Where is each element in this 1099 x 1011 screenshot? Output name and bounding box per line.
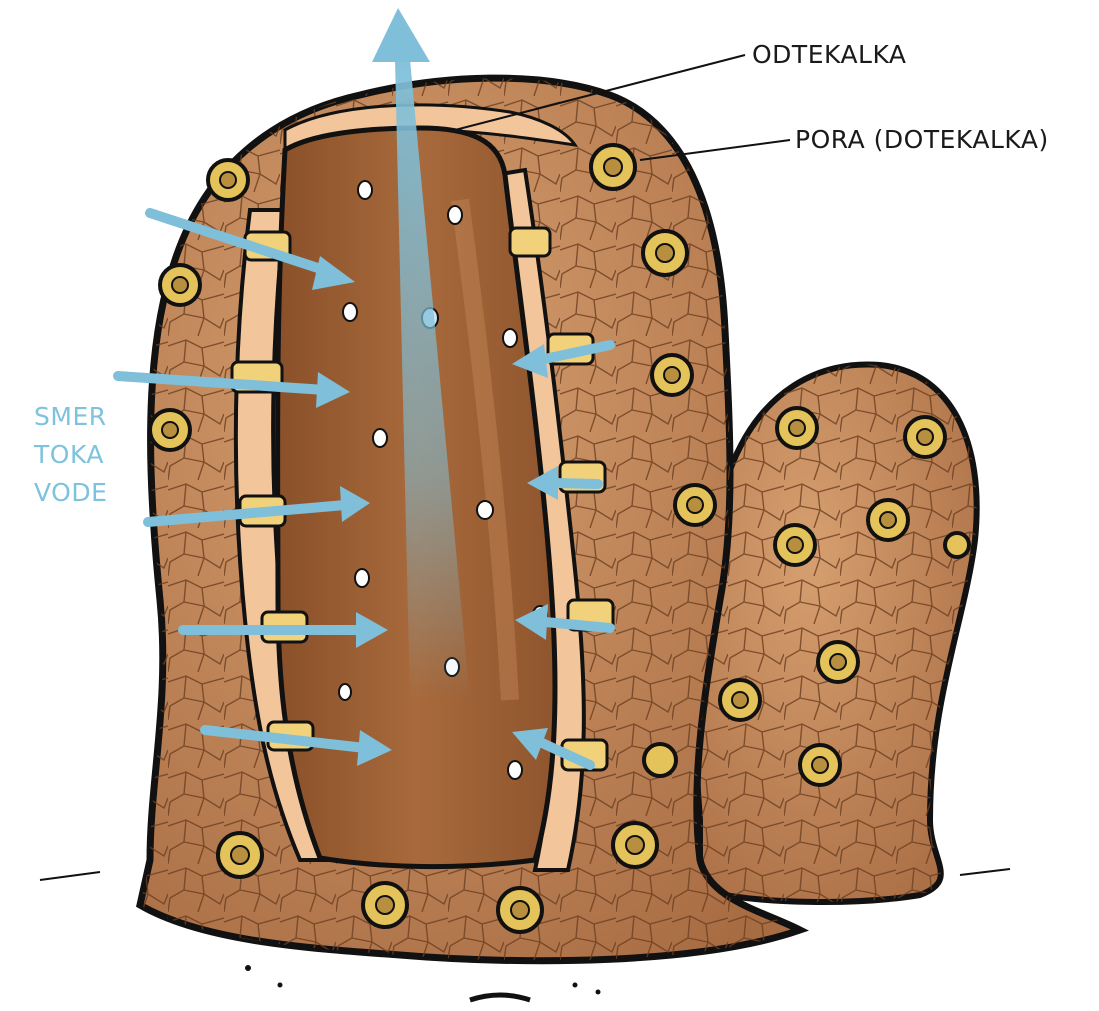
pore-label: PORA (DOTEKALKA) [795,125,1049,154]
water-flow-label: SMER TOKA VODE [34,398,107,512]
water-flow-label-line3: VODE [34,474,107,512]
osculum-label: ODTEKALKA [752,40,907,69]
water-flow-label-line1: SMER [34,398,107,436]
water-flow-label-line2: TOKA [34,436,107,474]
